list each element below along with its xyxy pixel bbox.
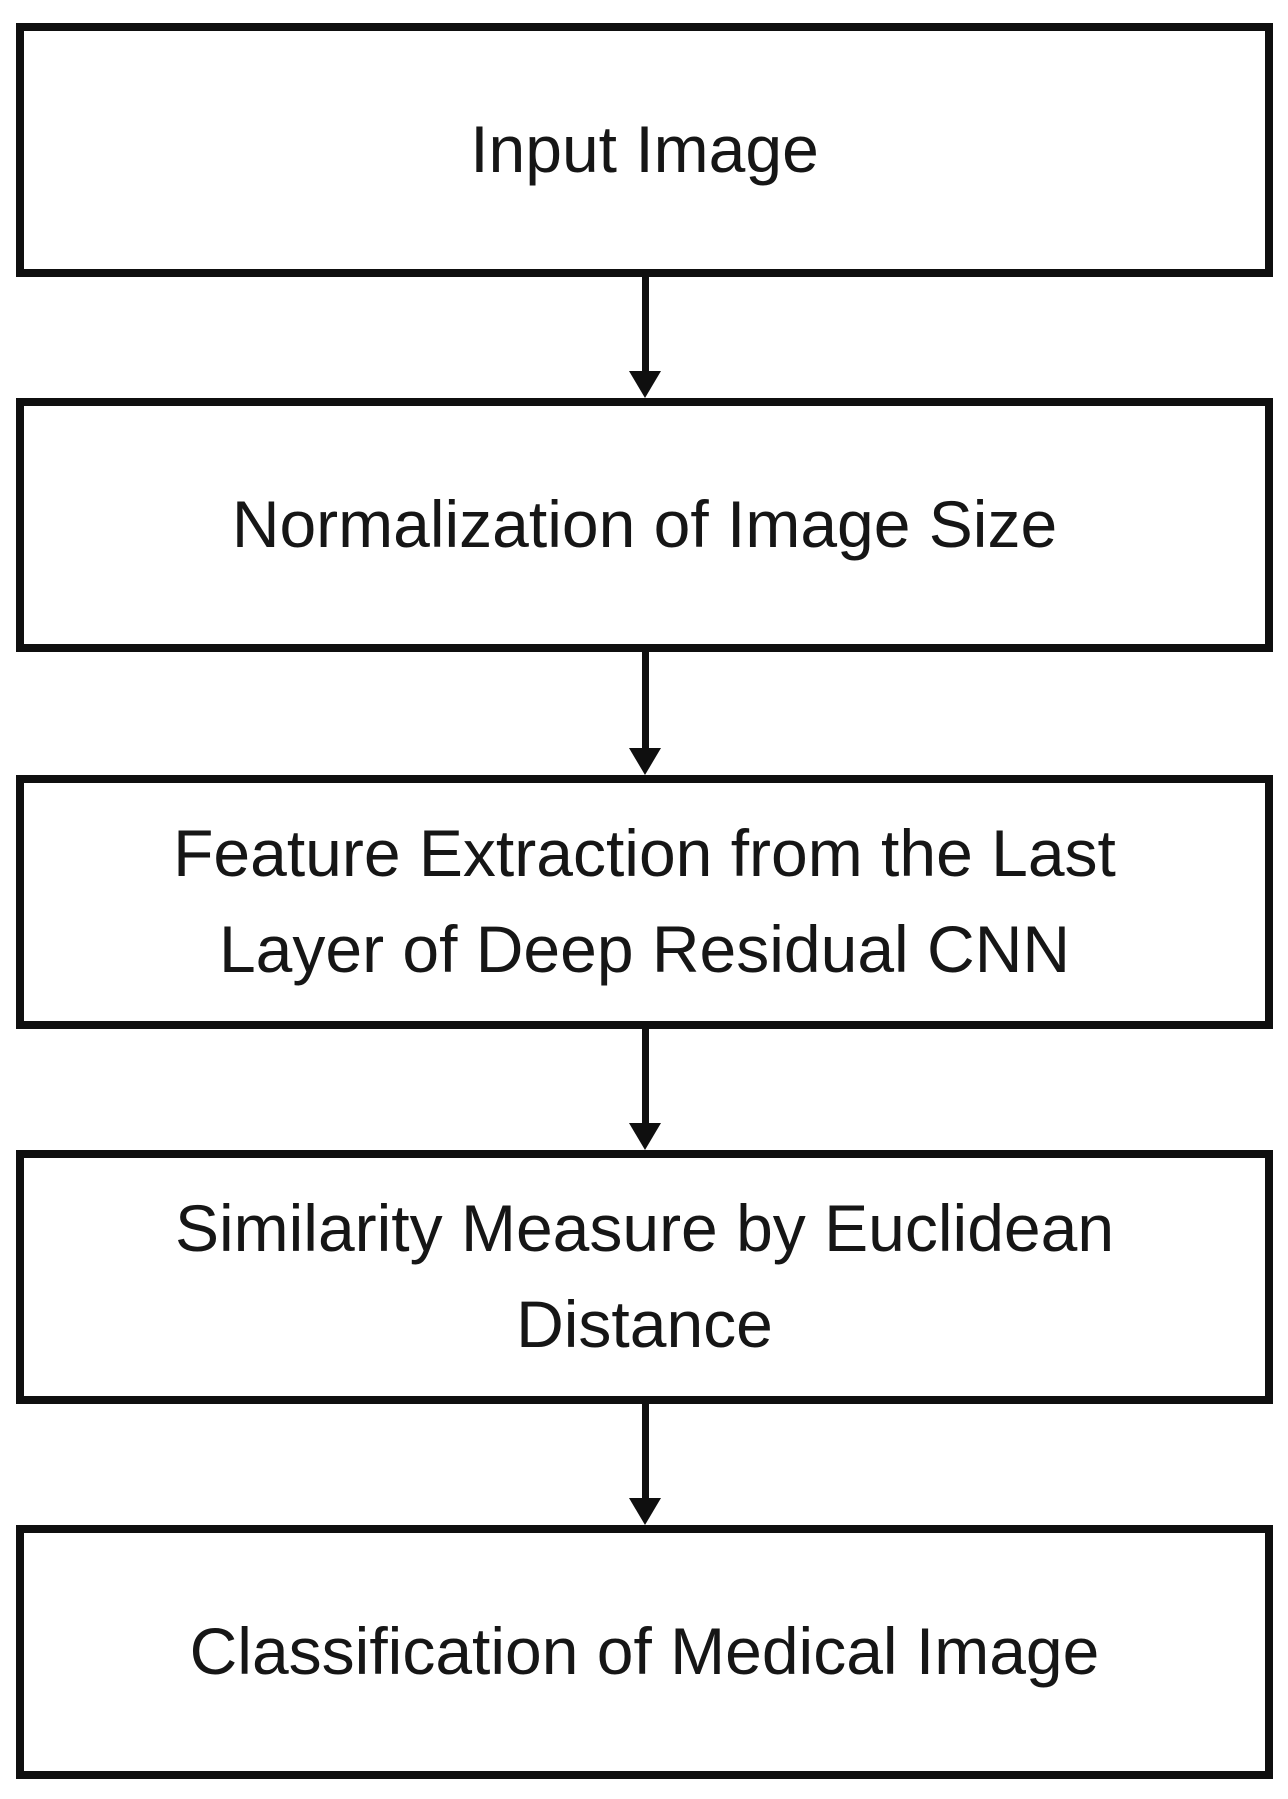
arrow-down-icon xyxy=(629,1498,661,1525)
arrow-shaft xyxy=(641,277,649,372)
arrow-shaft xyxy=(641,1404,649,1499)
flow-arrow-4 xyxy=(629,1404,661,1525)
flowchart-node-input-image: Input Image xyxy=(16,23,1273,277)
arrow-shaft xyxy=(641,652,649,749)
flowchart-node-normalization: Normalization of Image Size xyxy=(16,398,1273,652)
arrow-down-icon xyxy=(629,748,661,775)
flowchart-node-similarity-measure: Similarity Measure by Euclidean Distance xyxy=(16,1150,1273,1404)
flowchart-node-classification: Classification of Medical Image xyxy=(16,1525,1273,1779)
flow-arrow-3 xyxy=(629,1029,661,1150)
node-label-classification: Classification of Medical Image xyxy=(189,1614,1100,1689)
node-label-feature-extraction: Feature Extraction from the Last Layer o… xyxy=(173,816,1116,986)
node-label-input-image: Input Image xyxy=(470,112,819,187)
arrow-down-icon xyxy=(629,371,661,398)
node-label-similarity-measure: Similarity Measure by Euclidean Distance xyxy=(174,1191,1115,1361)
arrow-down-icon xyxy=(629,1123,661,1150)
node-label-normalization: Normalization of Image Size xyxy=(231,487,1058,562)
arrow-shaft xyxy=(641,1029,649,1124)
flow-arrow-1 xyxy=(629,277,661,398)
flowchart-node-feature-extraction: Feature Extraction from the Last Layer o… xyxy=(16,775,1273,1029)
flow-arrow-2 xyxy=(629,652,661,775)
